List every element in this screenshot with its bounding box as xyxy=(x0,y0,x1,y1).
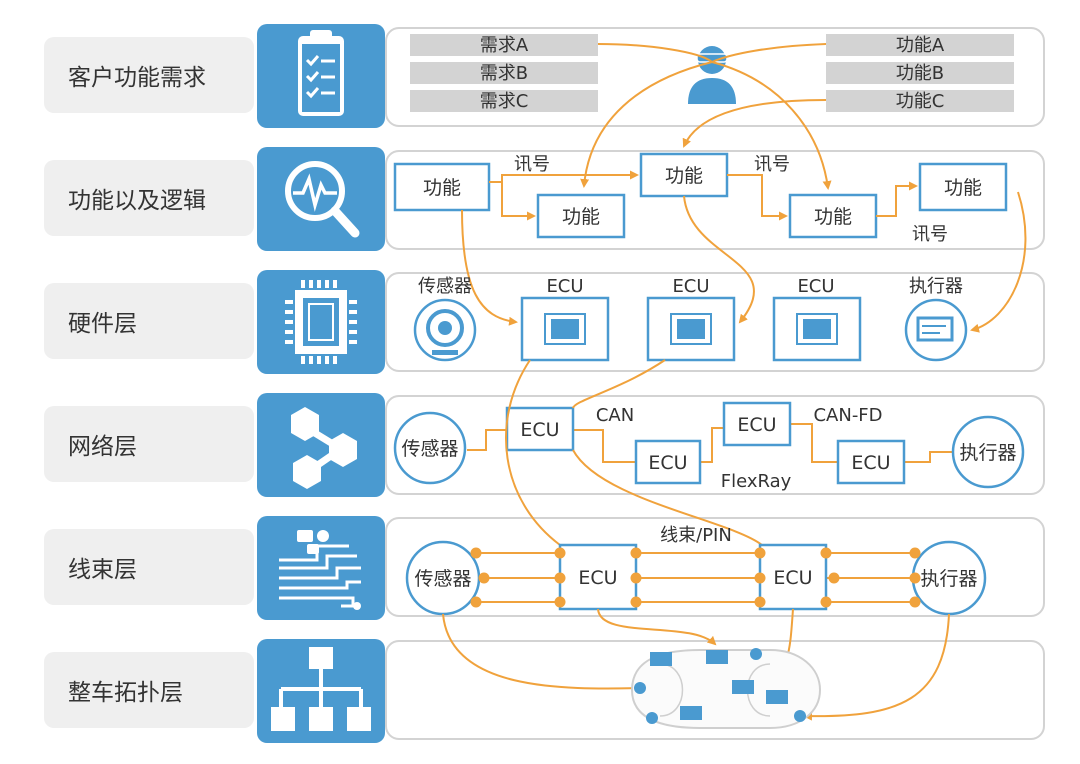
requirement-c: 需求C xyxy=(480,91,529,112)
requirement-bar xyxy=(410,62,598,84)
layer-label-network: 网络层 xyxy=(44,406,254,482)
signal-label: 讯号 xyxy=(754,154,790,175)
function-c: 功能C xyxy=(896,91,945,112)
camera-sensor-icon xyxy=(413,298,477,362)
flexray-label: FlexRay xyxy=(721,471,792,492)
net-sensor-node xyxy=(393,411,467,485)
function-box-label: 功能 xyxy=(814,206,852,228)
magnifier-waveform-icon xyxy=(257,147,385,251)
net-ecu-label: ECU xyxy=(648,452,687,474)
chip-icon xyxy=(257,270,385,374)
signal-label: 讯号 xyxy=(514,154,550,175)
requirement-b: 需求B xyxy=(480,63,528,84)
layer-label-logic: 功能以及逻辑 xyxy=(44,160,254,236)
harness-ecu-label: ECU xyxy=(773,567,812,589)
hw-actuator-label: 执行器 xyxy=(909,276,963,297)
function-box-label: 功能 xyxy=(665,165,703,187)
function-b: 功能B xyxy=(896,63,944,84)
layer-label-text: 线束层 xyxy=(68,557,137,583)
layer-label-text: 客户功能需求 xyxy=(68,65,206,91)
requirement-a: 需求A xyxy=(480,35,529,56)
hw-ecu-label: ECU xyxy=(797,276,834,297)
harness-label: 线束/PIN xyxy=(660,525,732,546)
layer-label-customer: 客户功能需求 xyxy=(44,37,254,113)
function-box-label: 功能 xyxy=(562,206,600,228)
net-sensor-label: 传感器 xyxy=(401,438,458,460)
actuator-icon xyxy=(904,298,968,362)
function-bar xyxy=(826,90,1014,112)
function-box-label: 功能 xyxy=(423,177,461,199)
function-a: 功能A xyxy=(896,35,945,56)
net-ecu-box xyxy=(722,401,792,447)
clipboard-checklist-icon xyxy=(257,24,385,128)
canfd-label: CAN-FD xyxy=(813,405,882,426)
panel-network xyxy=(385,395,1045,495)
net-actuator-label: 执行器 xyxy=(959,442,1016,464)
net-ecu-label: ECU xyxy=(737,414,776,436)
vehicle-topview-icon xyxy=(630,648,822,729)
layer-label-hardware: 硬件层 xyxy=(44,283,254,359)
function-box xyxy=(918,162,1008,212)
harness-sensor-label: 传感器 xyxy=(414,568,471,590)
function-box xyxy=(393,162,491,212)
can-label: CAN xyxy=(596,405,634,426)
ecu-chip-icon xyxy=(646,296,736,362)
ecu-chip-icon xyxy=(772,296,862,362)
net-ecu-box xyxy=(505,406,575,452)
harness-ecu-box xyxy=(558,543,638,611)
hw-sensor-label: 传感器 xyxy=(418,276,472,297)
ecu-chip-icon xyxy=(520,296,610,362)
layer-label-text: 网络层 xyxy=(68,434,137,460)
layer-label-text: 硬件层 xyxy=(68,311,137,337)
hierarchy-tree-icon xyxy=(257,639,385,743)
net-ecu-label: ECU xyxy=(520,419,559,441)
function-box xyxy=(536,193,626,239)
harness-actuator-label: 执行器 xyxy=(920,568,977,590)
function-bar xyxy=(826,62,1014,84)
layer-label-text: 功能以及逻辑 xyxy=(68,188,206,214)
hw-ecu-label: ECU xyxy=(546,276,583,297)
layer-label-text: 整车拓扑层 xyxy=(68,680,183,706)
network-nodes-icon xyxy=(257,393,385,497)
function-box-label: 功能 xyxy=(944,177,982,199)
net-ecu-box xyxy=(634,439,702,485)
layer-label-topology: 整车拓扑层 xyxy=(44,652,254,728)
net-ecu-label: ECU xyxy=(851,452,890,474)
function-bar xyxy=(826,34,1014,56)
requirement-bar xyxy=(410,34,598,56)
harness-ecu-label: ECU xyxy=(578,567,617,589)
net-ecu-box xyxy=(836,439,906,485)
hw-ecu-label: ECU xyxy=(672,276,709,297)
layer-label-harness: 线束层 xyxy=(44,529,254,605)
signal-label: 讯号 xyxy=(912,224,948,245)
net-actuator-node xyxy=(951,415,1025,489)
requirement-bar xyxy=(410,90,598,112)
wire-harness-icon xyxy=(257,516,385,620)
